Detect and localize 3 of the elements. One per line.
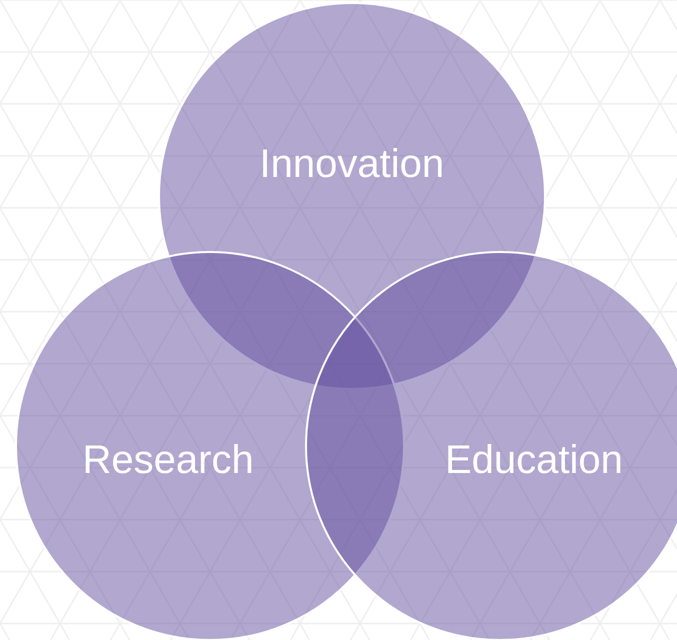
circle-label: Education <box>445 440 623 480</box>
circle-label: Innovation <box>260 144 444 184</box>
circle-label: Research <box>82 440 254 480</box>
